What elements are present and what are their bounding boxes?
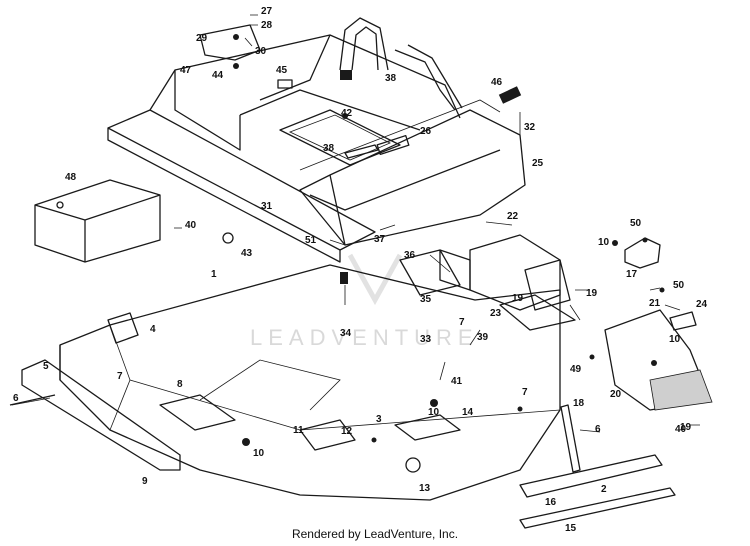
part-label-13: 13 xyxy=(419,483,431,494)
part-label-10c: 10 xyxy=(598,237,610,248)
part-label-18: 18 xyxy=(573,398,585,409)
part-label-21: 21 xyxy=(649,298,661,309)
part-label-26: 26 xyxy=(420,126,432,137)
part-label-37: 37 xyxy=(374,234,386,245)
part-label-39: 39 xyxy=(477,332,489,343)
part-label-46: 46 xyxy=(491,77,503,88)
part-label-9: 9 xyxy=(142,476,148,487)
part-label-4: 4 xyxy=(150,324,156,335)
part-label-10b: 10 xyxy=(428,407,440,418)
right-brackets xyxy=(499,237,713,411)
part-label-29: 29 xyxy=(196,33,208,44)
part-label-6b: 6 xyxy=(595,424,601,435)
part-label-15: 15 xyxy=(565,523,577,534)
part-label-49: 49 xyxy=(570,364,582,375)
part-label-7a: 7 xyxy=(117,371,123,382)
part-label-30: 30 xyxy=(255,46,267,57)
part-label-27: 27 xyxy=(261,6,273,17)
part-label-10a: 10 xyxy=(253,448,265,459)
part-label-43: 43 xyxy=(241,248,253,259)
leader-lines xyxy=(11,14,700,433)
part-label-7b: 7 xyxy=(459,317,465,328)
part-label-42: 42 xyxy=(341,108,353,119)
part-label-32: 32 xyxy=(524,122,536,133)
part-label-2: 2 xyxy=(601,484,607,495)
part-label-40a: 40 xyxy=(185,220,197,231)
watermark-text: LEADVENTURE xyxy=(250,325,479,350)
part-label-17: 17 xyxy=(626,269,638,280)
part-label-19b: 19 xyxy=(586,288,598,299)
part-label-24: 24 xyxy=(696,299,708,310)
part-label-20: 20 xyxy=(610,389,622,400)
part-labels: 1 2 3 4 5 6 6 7 7 7 8 9 10 10 10 10 11 1… xyxy=(13,6,708,534)
part-label-11: 11 xyxy=(293,425,304,436)
part-label-1: 1 xyxy=(211,269,217,280)
part-label-12: 12 xyxy=(341,426,353,437)
part-label-23: 23 xyxy=(490,308,502,319)
part-label-19c: 19 xyxy=(680,422,692,433)
part-label-8: 8 xyxy=(177,379,183,390)
bottom-bars xyxy=(519,404,676,529)
part-label-28: 28 xyxy=(261,20,273,31)
part-label-14: 14 xyxy=(462,407,474,418)
fasteners xyxy=(222,34,665,473)
part-label-7c: 7 xyxy=(522,387,528,398)
part-label-38b: 38 xyxy=(323,143,335,154)
tunnel-frame-assembly xyxy=(107,17,526,263)
part-label-47: 47 xyxy=(180,65,192,76)
part-label-22: 22 xyxy=(507,211,519,222)
part-label-35: 35 xyxy=(420,294,432,305)
part-label-10d: 10 xyxy=(669,334,681,345)
part-label-16: 16 xyxy=(545,497,557,508)
footer-credit: Rendered by LeadVenture, Inc. xyxy=(291,527,459,541)
side-rails xyxy=(9,359,181,471)
part-label-51: 51 xyxy=(305,235,317,246)
part-label-3: 3 xyxy=(376,414,382,425)
leadventure-watermark: LEADVENTURE xyxy=(250,253,479,350)
part-label-41: 41 xyxy=(451,376,463,387)
belly-pan xyxy=(59,264,561,501)
battery-box xyxy=(34,179,161,263)
part-label-6a: 6 xyxy=(13,393,19,404)
part-label-45: 45 xyxy=(276,65,288,76)
part-label-25: 25 xyxy=(532,158,544,169)
panels xyxy=(107,312,461,451)
part-label-44: 44 xyxy=(212,70,224,81)
part-label-50a: 50 xyxy=(630,218,642,229)
part-label-5: 5 xyxy=(43,361,49,372)
part-label-40b: 40 xyxy=(675,424,687,435)
part-label-50b: 50 xyxy=(673,280,685,291)
frame-brackets xyxy=(199,24,379,159)
part-label-19a: 19 xyxy=(512,293,524,304)
part-label-36: 36 xyxy=(404,250,416,261)
part-label-48: 48 xyxy=(65,172,77,183)
part-label-33: 33 xyxy=(420,334,432,345)
part-label-34: 34 xyxy=(340,328,352,339)
part-label-31: 31 xyxy=(261,201,273,212)
part-label-38a: 38 xyxy=(385,73,397,84)
